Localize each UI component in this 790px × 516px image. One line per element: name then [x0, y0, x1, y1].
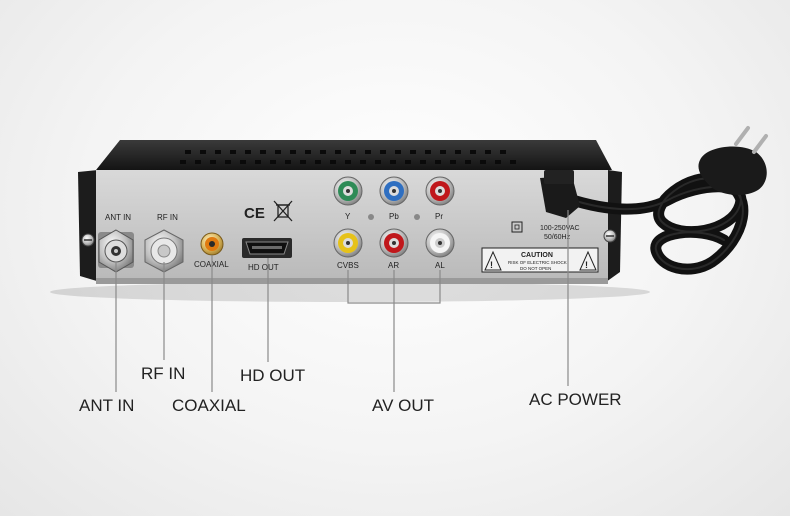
callout-rf-in: RF IN: [141, 364, 186, 383]
svg-text:!: !: [490, 260, 493, 270]
power-cord: [540, 126, 768, 275]
panel-screw-small-1: [368, 214, 374, 220]
vent-slots: [180, 150, 516, 164]
callout-ant-in: ANT IN: [79, 396, 135, 415]
label-rf-in: RF IN: [157, 213, 178, 222]
caution-title: CAUTION: [521, 252, 553, 259]
callout-ac-power: AC POWER: [529, 390, 622, 409]
chassis-top: [96, 140, 612, 170]
label-cvbs: CVBS: [337, 261, 359, 270]
rca-pr-connector: [425, 176, 455, 206]
caution-line1: RISK OF ELECTRIC SHOCK: [508, 260, 567, 265]
leader-lines: [115, 210, 569, 392]
callout-hd-out: HD OUT: [240, 366, 306, 385]
hdmi-port: [242, 238, 292, 258]
rca-al-connector: [425, 228, 455, 258]
coaxial-connector: [200, 232, 224, 256]
double-insulation-icon: [511, 221, 523, 233]
caution-label: ! !: [481, 247, 599, 273]
label-frequency: 50/60Hz: [544, 234, 571, 241]
ce-mark: CE: [244, 205, 265, 222]
label-pr: Pr: [435, 212, 443, 221]
label-pb: Pb: [389, 212, 399, 221]
label-al: AL: [435, 261, 445, 270]
callout-av-out: AV OUT: [372, 396, 435, 415]
rca-pb-connector: [379, 176, 409, 206]
callout-coaxial: COAXIAL: [172, 396, 246, 415]
label-hd-out: HD OUT: [248, 263, 279, 272]
rca-ar-connector: [379, 228, 409, 258]
label-y: Y: [345, 212, 351, 221]
svg-text:!: !: [585, 260, 588, 270]
right-flange: [606, 170, 622, 282]
rca-cvbs-connector: [333, 228, 363, 258]
label-voltage: 100-250VAC: [540, 225, 580, 232]
label-ant-in: ANT IN: [105, 213, 131, 222]
rf-in-connector: [144, 229, 184, 273]
caution-line2: DO NOT OPEN: [520, 266, 551, 271]
left-flange: [78, 170, 100, 282]
label-ar: AR: [388, 261, 399, 270]
rca-y-connector: [333, 176, 363, 206]
weee-bin-icon: [273, 200, 293, 222]
panel-screw-small-2: [414, 214, 420, 220]
ant-in-connector: [98, 229, 134, 273]
